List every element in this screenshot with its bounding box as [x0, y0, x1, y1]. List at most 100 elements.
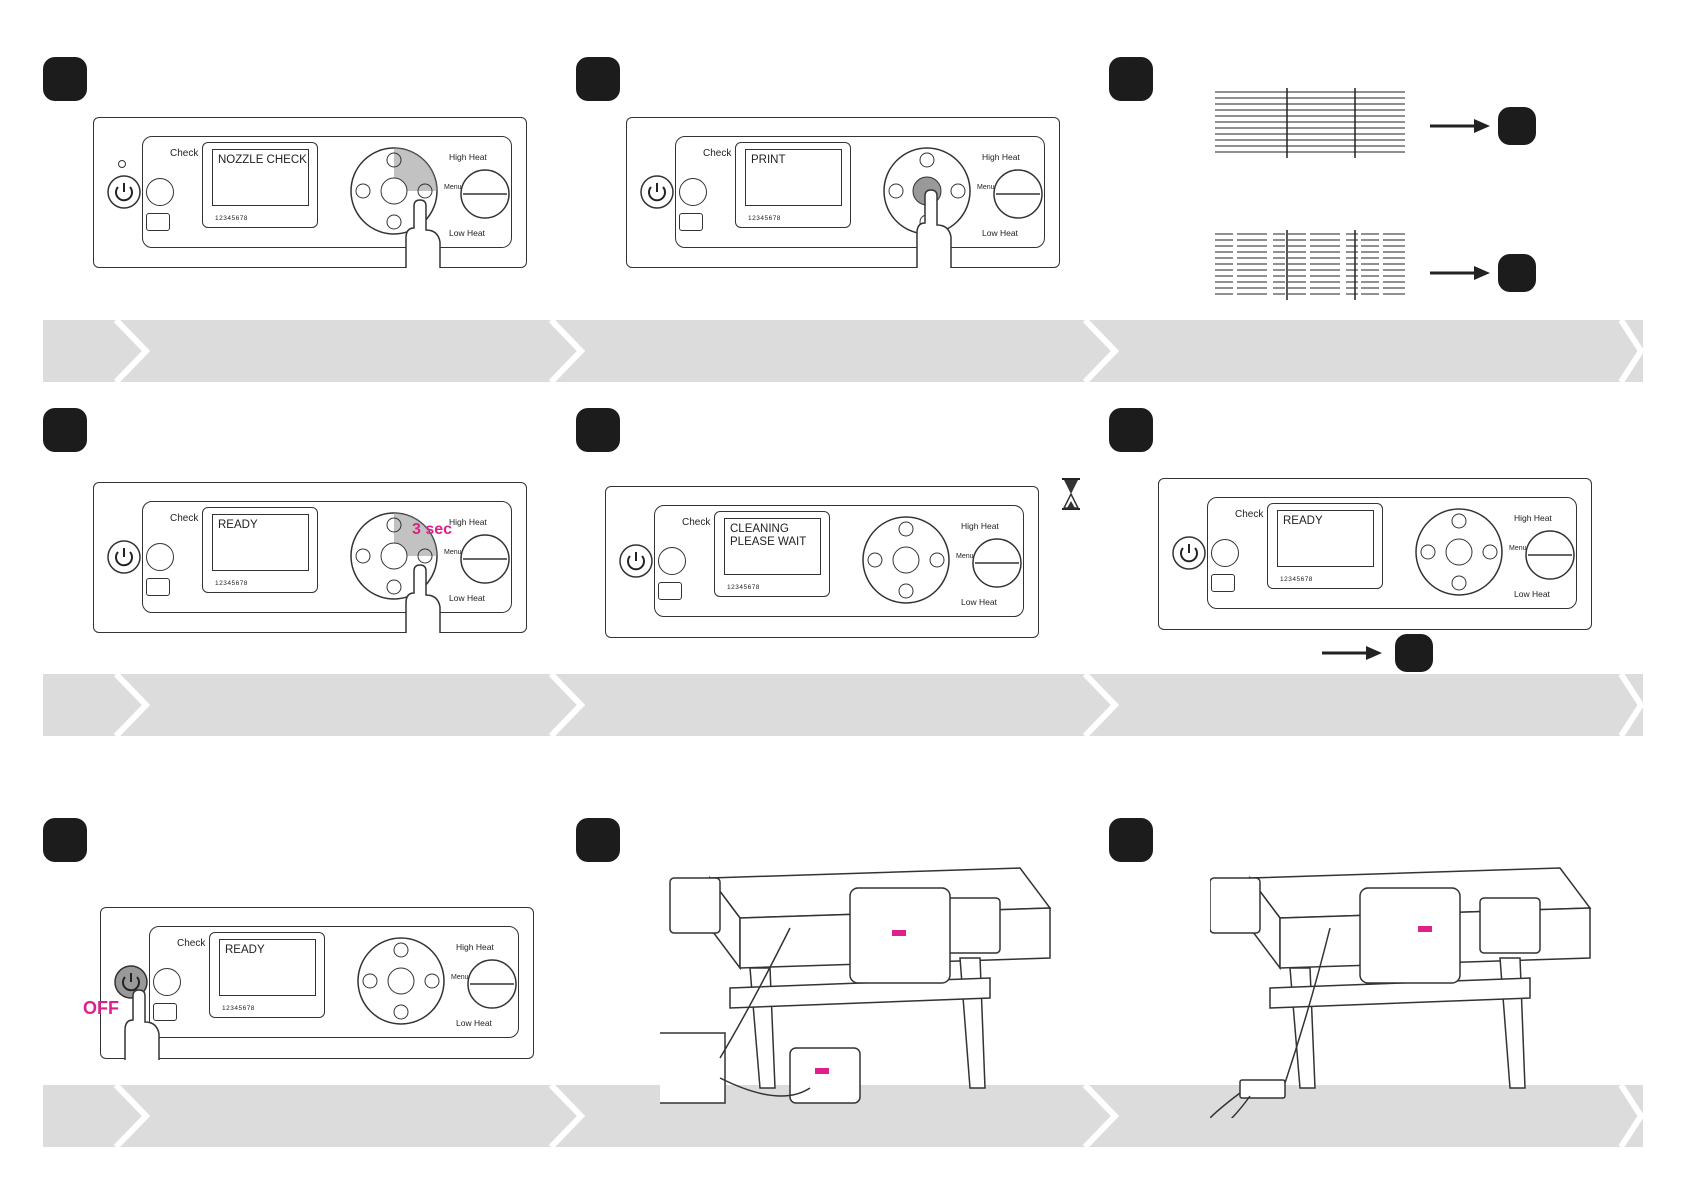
lcd-scale: 12345678 — [748, 215, 781, 222]
nozzle-pattern-gaps — [1215, 230, 1405, 307]
power-icon[interactable] — [1171, 535, 1207, 576]
step-number-7 — [43, 818, 87, 862]
nozzle-pattern-ok — [1215, 88, 1405, 165]
power-icon[interactable] — [106, 539, 142, 580]
lcd-scale: 12345678 — [215, 215, 248, 222]
lcd-text: CLEANING PLEASE WAIT — [724, 518, 821, 575]
heat-button[interactable] — [1524, 529, 1576, 586]
pause-button[interactable] — [679, 178, 707, 206]
control-panel-step6: Check READY 12345678 Menu High Heat Low … — [1158, 478, 1592, 630]
cleaning-button[interactable] — [1211, 574, 1235, 592]
pause-button[interactable] — [153, 968, 181, 996]
lcd-text: READY — [212, 514, 309, 571]
lcd-scale: 12345678 — [1280, 576, 1313, 583]
step-number-5 — [576, 408, 620, 452]
lcd-text: PRINT — [745, 149, 842, 206]
check-label: Check — [682, 517, 711, 528]
check-label: Check — [703, 148, 732, 159]
menu-label: Menu — [444, 184, 462, 191]
heat-button[interactable] — [459, 168, 511, 225]
step-number-3 — [1109, 57, 1153, 101]
goto-step-dot — [1498, 107, 1536, 145]
printer-usb-illustration — [654, 858, 1080, 1123]
low-heat-label: Low Heat — [456, 1018, 492, 1028]
lcd-text: READY — [219, 939, 316, 996]
step-number-2 — [576, 57, 620, 101]
control-panel-step1: Check NOZZLE CHECK 12345678 Menu High He… — [93, 117, 527, 268]
lcd-text: NOZZLE CHECK — [212, 149, 309, 206]
arrow-right-icon — [1430, 265, 1490, 286]
step-number-4 — [43, 408, 87, 452]
step-number-9 — [1109, 818, 1153, 862]
power-off-callout: OFF — [83, 998, 119, 1018]
pointing-hand-icon — [115, 988, 165, 1065]
lcd-display: CLEANING PLEASE WAIT 12345678 — [714, 511, 830, 597]
lcd-display: READY 12345678 — [1267, 503, 1383, 589]
step-number-1 — [43, 57, 87, 101]
menu-label: Menu — [1509, 545, 1527, 552]
cleaning-button[interactable] — [146, 213, 170, 231]
arrow-right-icon — [1322, 645, 1382, 666]
power-icon[interactable] — [618, 543, 654, 584]
lcd-display: READY 12345678 — [202, 507, 318, 593]
control-panel-step5: Check CLEANING PLEASE WAIT 12345678 Menu… — [605, 486, 1039, 638]
menu-label: Menu — [977, 184, 995, 191]
power-icon[interactable] — [639, 174, 675, 215]
lcd-display: PRINT 12345678 — [735, 142, 851, 228]
high-heat-label: High Heat — [1514, 513, 1552, 523]
check-label: Check — [1235, 509, 1264, 520]
printer-network-illustration — [1209, 858, 1630, 1123]
goto-step-dot — [1395, 634, 1433, 672]
hold-duration-callout: 3 sec — [412, 521, 453, 538]
high-heat-label: High Heat — [982, 152, 1020, 162]
low-heat-label: Low Heat — [982, 228, 1018, 238]
pointing-hand-icon — [394, 198, 444, 273]
pause-button[interactable] — [146, 178, 174, 206]
low-heat-label: Low Heat — [961, 597, 997, 607]
control-panel-step7: Check READY 12345678 Menu High Heat Low … — [100, 907, 534, 1060]
menu-label: Menu — [956, 553, 974, 560]
control-panel-step4: Check READY 12345678 3 sec Menu High Hea… — [93, 482, 527, 633]
heat-button[interactable] — [971, 537, 1023, 594]
cleaning-button[interactable] — [153, 1003, 177, 1021]
heat-button[interactable] — [466, 958, 518, 1015]
pointing-hand-icon — [394, 563, 444, 638]
check-label: Check — [170, 513, 199, 524]
menu-label: Menu — [451, 974, 469, 981]
power-led — [118, 160, 126, 168]
control-panel-step2: Check PRINT 12345678 Menu High Heat Low … — [626, 117, 1060, 268]
lcd-text: READY — [1277, 510, 1374, 567]
menu-label: Menu — [444, 549, 462, 556]
progress-band-2 — [43, 674, 1643, 736]
lcd-scale: 12345678 — [727, 584, 760, 591]
cleaning-button[interactable] — [658, 582, 682, 600]
progress-band-1 — [43, 320, 1643, 382]
low-heat-label: Low Heat — [449, 593, 485, 603]
pause-button[interactable] — [1211, 539, 1239, 567]
power-icon[interactable] — [106, 174, 142, 215]
step-number-6 — [1109, 408, 1153, 452]
pause-button[interactable] — [658, 547, 686, 575]
high-heat-label: High Heat — [961, 521, 999, 531]
high-heat-label: High Heat — [449, 152, 487, 162]
dpad[interactable] — [1414, 507, 1504, 602]
step-number-8 — [576, 818, 620, 862]
pointing-hand-icon — [905, 188, 955, 273]
check-label: Check — [177, 938, 206, 949]
cleaning-button[interactable] — [146, 578, 170, 596]
goto-step-dot — [1498, 254, 1536, 292]
hourglass-icon — [1060, 477, 1082, 516]
cleaning-button[interactable] — [679, 213, 703, 231]
dpad[interactable] — [861, 515, 951, 610]
heat-button[interactable] — [459, 533, 511, 590]
low-heat-label: Low Heat — [449, 228, 485, 238]
check-label: Check — [170, 148, 199, 159]
high-heat-label: High Heat — [456, 942, 494, 952]
lcd-scale: 12345678 — [222, 1005, 255, 1012]
high-heat-label: High Heat — [449, 517, 487, 527]
pause-button[interactable] — [146, 543, 174, 571]
dpad[interactable] — [356, 936, 446, 1031]
lcd-scale: 12345678 — [215, 580, 248, 587]
heat-button[interactable] — [992, 168, 1044, 225]
lcd-display: READY 12345678 — [209, 932, 325, 1018]
